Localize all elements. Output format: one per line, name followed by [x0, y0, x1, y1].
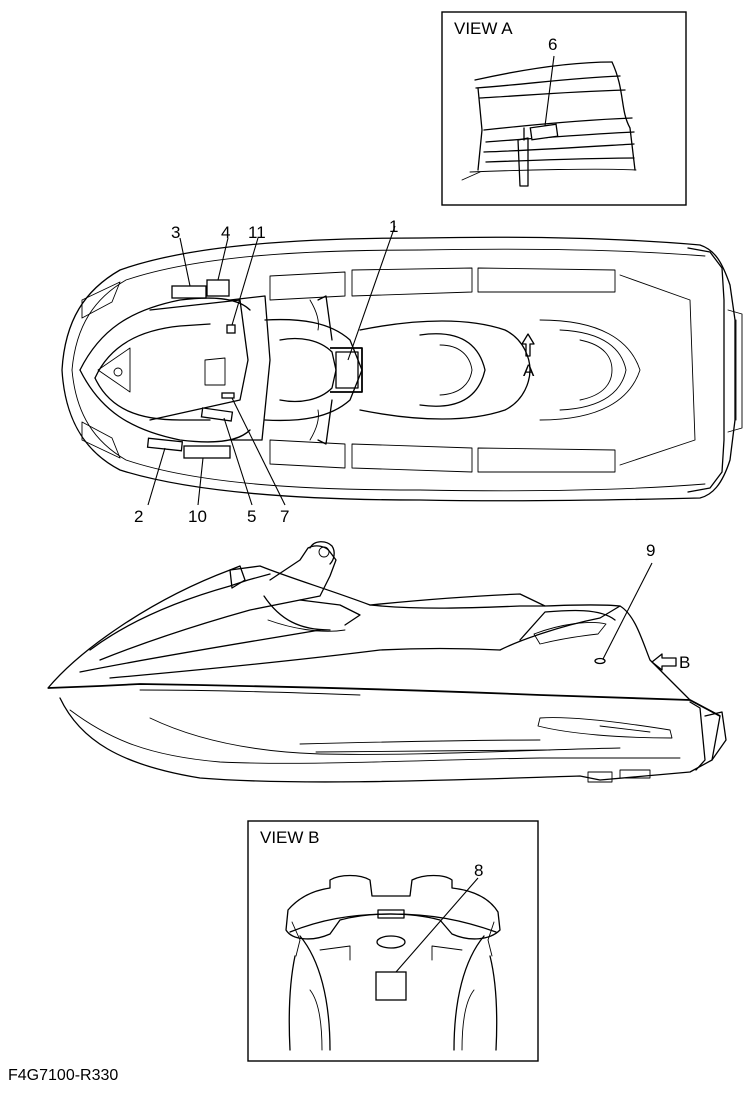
side-view: 9 B	[47, 541, 727, 783]
view-a-inset: VIEW A 6	[441, 11, 687, 206]
callout-11: 11	[248, 223, 266, 242]
callout-5: 5	[247, 507, 256, 526]
part-code: F4G7100-R330	[8, 1067, 118, 1084]
view-b-frame	[247, 820, 539, 1062]
label-5-decal	[200, 407, 234, 422]
callout-10: 10	[188, 507, 207, 526]
view-a-frame	[441, 11, 687, 206]
direction-label-b: B	[679, 653, 690, 672]
callout-1: 1	[389, 217, 398, 236]
callout-9: 9	[646, 541, 655, 560]
callout-6: 6	[548, 35, 557, 54]
label-4-decal	[206, 279, 230, 297]
view-b-title: VIEW B	[260, 828, 320, 847]
callout-2: 2	[134, 507, 143, 526]
view-a-title: VIEW A	[454, 19, 513, 38]
label-3-decal	[171, 285, 207, 299]
label-6-decal	[529, 123, 559, 141]
label-7-decal	[221, 392, 235, 399]
callout-4: 4	[221, 223, 230, 242]
callout-8: 8	[474, 861, 483, 880]
arrow-a-icon	[521, 333, 535, 357]
hull-outline-top	[61, 236, 736, 502]
label-11-decal	[226, 324, 236, 334]
callout-7: 7	[280, 507, 289, 526]
view-b-inset: VIEW B 8	[247, 820, 539, 1062]
top-view: A 3 4 11 1 2 10 5 7	[61, 217, 743, 526]
label-9-decal	[594, 657, 606, 665]
label-10-decal	[183, 445, 231, 459]
direction-label-a: A	[523, 361, 535, 380]
callout-3: 3	[171, 223, 180, 242]
label-8-decal	[375, 971, 407, 1001]
arrow-b-icon	[651, 653, 677, 671]
